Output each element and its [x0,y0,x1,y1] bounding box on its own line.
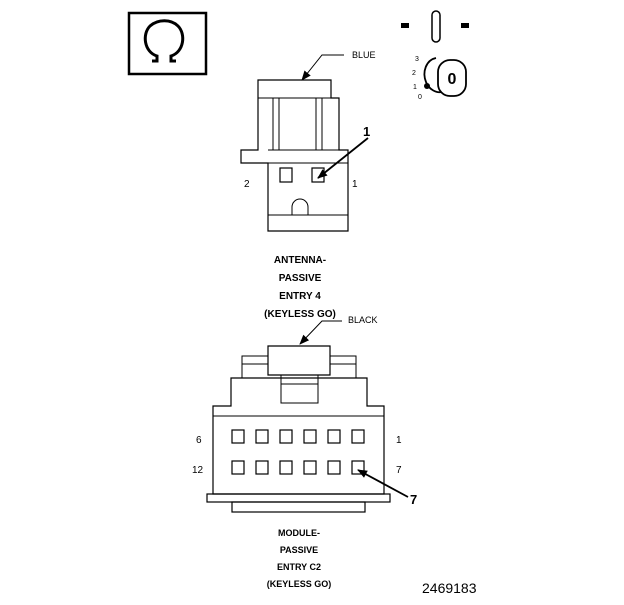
ignition-position-3: 3 [415,56,419,63]
connector2-title-line-3: ENTRY C2 [277,562,321,572]
connector1-title: ANTENNA- PASSIVE ENTRY 4 (KEYLESS GO) [264,255,336,320]
connector2-title-line-4: (KEYLESS GO) [267,579,332,589]
connector2-cavity-5 [255,429,269,444]
connector2-cavity-8 [327,460,341,475]
connector2-cavity-4 [279,429,293,444]
connector2-cavities [231,429,365,475]
connector1-title-line-1: ANTENNA- [274,255,326,266]
connector2-title-line-1: MODULE- [278,528,320,538]
ignition-position-0: 0 [418,94,422,101]
connector1-title-line-4: (KEYLESS GO) [264,309,336,320]
connector2-cavity-3 [303,429,317,444]
connector2-title: MODULE- PASSIVE ENTRY C2 (KEYLESS GO) [267,528,332,589]
ignition-switch-icon: 3 2 1 0 0 [401,10,469,101]
ignition-position-2: 2 [412,70,416,77]
connector2-cavity-6 [231,429,245,444]
connector2-pin-top-left: 6 [196,435,202,446]
connector2-cavity-12 [231,460,245,475]
ohm-symbol-icon [127,11,208,76]
connector2-pin-bottom-right: 7 [396,465,402,476]
connector1-callout: 1 [363,124,370,139]
connector2-callout: 7 [410,492,417,507]
connector2-cavity-10 [279,460,293,475]
connector2-color-label: BLACK [348,315,378,325]
figure-number: 2469183 [422,580,477,596]
connector1-color-label: BLUE [352,50,376,60]
ignition-key-label: 0 [448,71,457,88]
connector-module-passive-entry-c2: BLACK 7 6 1 12 7 [192,315,417,513]
connector1-pin-right: 1 [352,179,358,190]
connector2-cavity-11 [255,460,269,475]
connector2-cavity-9 [303,460,317,475]
ignition-position-1: 1 [413,84,417,91]
connector1-pin-left: 2 [244,179,250,190]
connector1-cavity-2 [279,167,293,183]
connector2-pin-top-right: 1 [396,435,402,446]
connector1-title-line-2: PASSIVE [279,273,322,284]
connector-antenna-passive-entry: BLUE 1 2 1 [240,50,376,232]
connector1-title-line-3: ENTRY 4 [279,291,321,302]
connector2-title-line-2: PASSIVE [280,545,318,555]
connector2-cavity-1 [351,429,365,444]
connector2-pin-bottom-left: 12 [192,465,204,476]
connector2-cavity-2 [327,429,341,444]
